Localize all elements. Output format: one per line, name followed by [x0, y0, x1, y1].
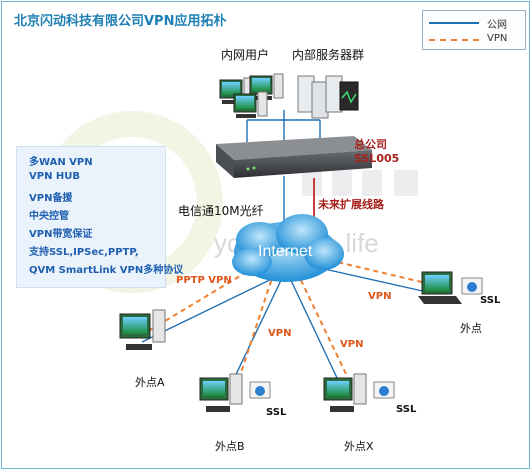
legend: 公网 VPN	[422, 10, 526, 50]
legend-vpn-label: VPN	[487, 33, 508, 44]
feature-item: 支持SSL,IPSec,PPTP,	[29, 247, 139, 258]
hq-model-label: SSL005	[354, 152, 400, 165]
branch-a-computer-icon	[119, 309, 166, 350]
branch-b-computer-icon	[199, 373, 243, 412]
server-cluster-label: 内部服务器群	[292, 48, 365, 62]
legend-vpn-line	[429, 39, 479, 41]
telecom-link-label: 电信通10M光纤	[178, 204, 264, 218]
feature-item: VPN带宽保证	[29, 229, 93, 240]
intranet-users-label: 内网用户	[221, 48, 270, 62]
branch-x-label: 外点X	[344, 440, 374, 453]
vpn-label-right: VPN	[368, 291, 392, 302]
page-title: 北京闪动科技有限公司VPN应用拓朴	[14, 14, 227, 29]
server-cluster-icon	[297, 75, 359, 119]
ssl-icon-right	[461, 277, 483, 295]
vpn-label-b: VPN	[268, 328, 292, 339]
feature-item: 多WAN VPN	[29, 157, 93, 168]
branch-right-laptop-icon	[418, 271, 462, 304]
feature-item: VPN备援	[29, 193, 73, 204]
vpn-line-x	[296, 271, 348, 377]
branch-b-label: 外点B	[215, 440, 245, 453]
ssl-label-b: SSL	[266, 407, 287, 418]
line-internet-b	[229, 273, 285, 388]
ssl-icon-x	[373, 381, 395, 399]
feature-item: QVM SmartLink VPN多种协议	[29, 265, 184, 276]
vpn-line-b	[237, 271, 275, 383]
branch-x-computer-icon	[323, 373, 367, 412]
feature-item: VPN HUB	[29, 171, 81, 182]
branch-a-label: 外点A	[135, 376, 165, 389]
feature-item: 中央控管	[29, 211, 69, 222]
hq-router-icon	[216, 136, 372, 178]
legend-vpn-row: VPN	[429, 33, 524, 47]
internet-cloud-icon	[232, 214, 344, 282]
hq-name-label: 总公司	[354, 138, 387, 151]
legend-public-row: 公网	[429, 16, 524, 31]
feature-list: 多WAN VPN VPN HUB VPN备援 中央控管 VPN带宽保证 支持SS…	[16, 146, 183, 288]
branch-right-label: 外点	[460, 322, 482, 335]
line-internet-x	[287, 273, 339, 381]
future-link-label: 未来扩展线路	[318, 198, 384, 211]
vpn-label-x: VPN	[340, 339, 364, 350]
ssl-label-right: SSL	[480, 295, 501, 306]
intranet-users-icon	[219, 73, 284, 118]
internet-label: Internet	[258, 243, 313, 260]
ssl-label-x: SSL	[396, 404, 417, 415]
legend-public-label: 公网	[487, 20, 507, 31]
ssl-icon-b	[249, 381, 271, 399]
vpn-label-pptp: PPTP VPN	[176, 275, 232, 286]
legend-public-line	[429, 22, 479, 24]
